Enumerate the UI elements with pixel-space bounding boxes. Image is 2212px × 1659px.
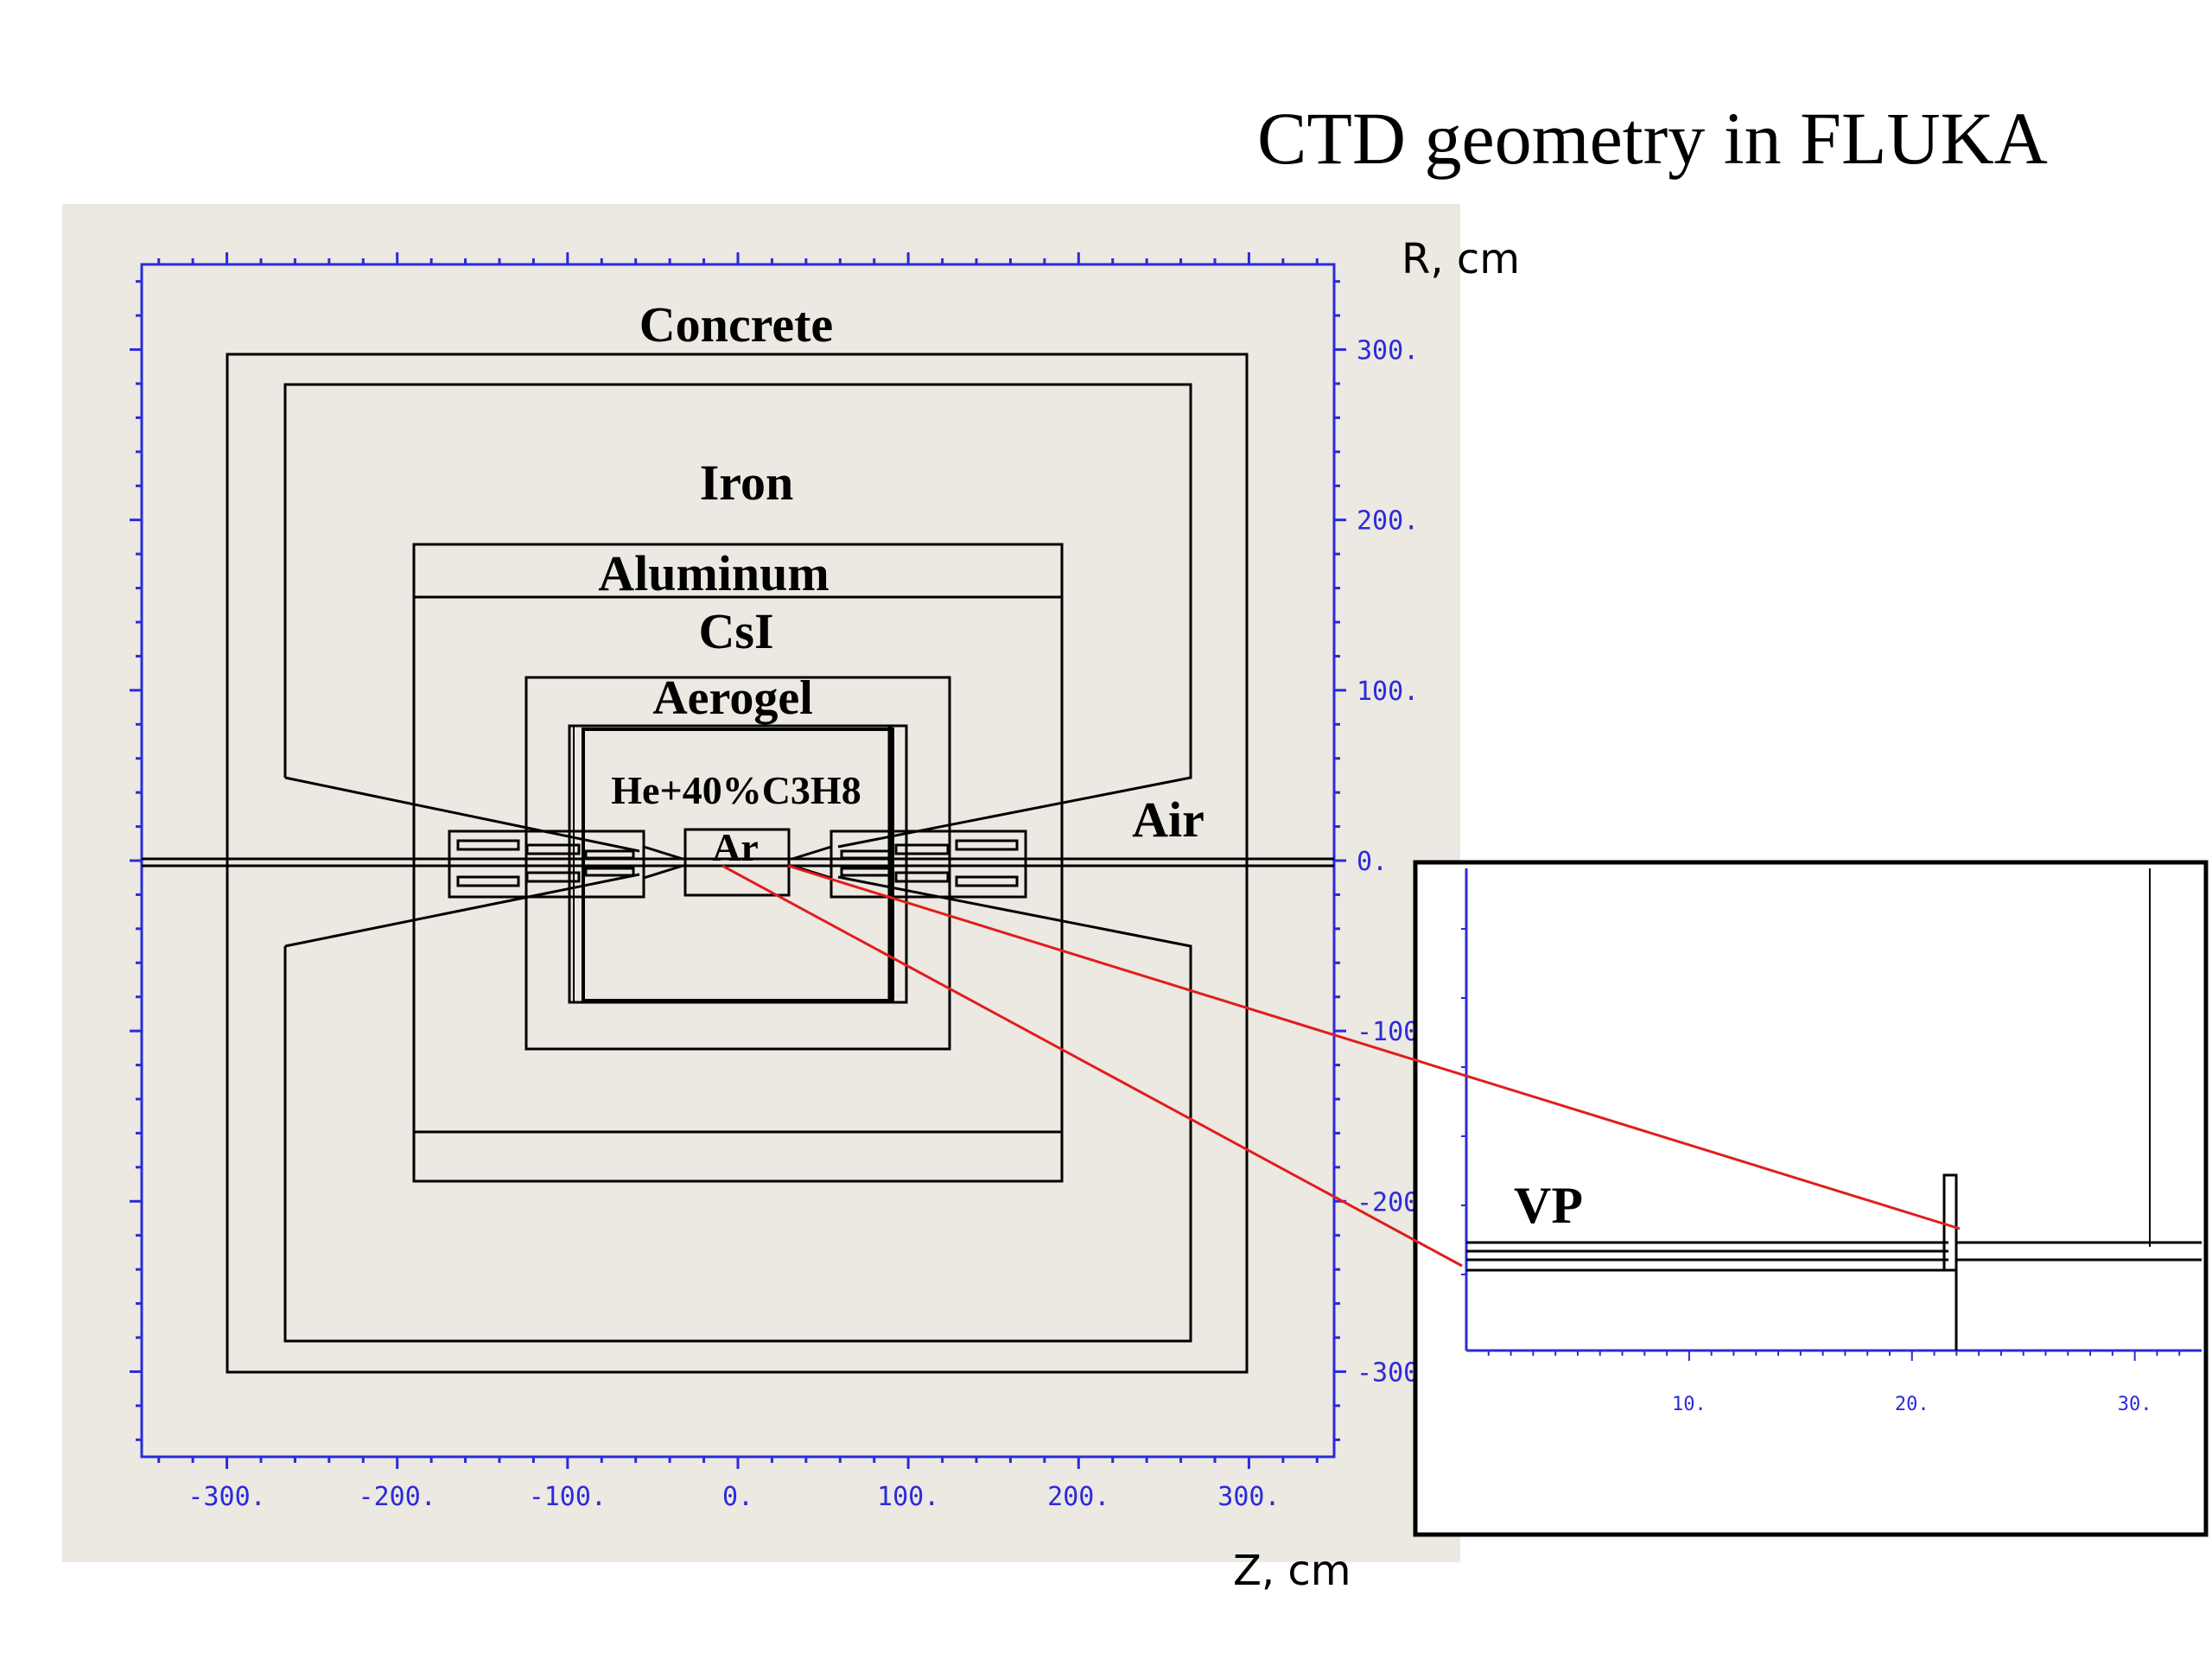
r-tick-label: 0. [1357,847,1388,877]
r-tick-label: 300. [1357,336,1419,366]
endcap-right-outer [830,830,1027,899]
r-tick-label: -300 [1357,1357,1419,1388]
concrete-region [226,353,1249,1374]
endcap-right-cone-a [791,845,832,861]
endcap-left-cone-b [643,864,683,880]
argon-region [683,828,791,897]
z-tick-label: 300. [1217,1482,1280,1512]
endcap-left-block3 [525,843,581,855]
r-tick-label: -200 [1357,1187,1419,1217]
label-gas-mix: He+40%C3H8 [611,768,861,812]
endcap-left-block1 [456,839,520,851]
label-aluminum: Aluminum [598,545,830,601]
slide-title: CTD geometry in FLUKA [1257,97,2048,180]
endcap-right-block6 [840,867,891,877]
detector-geometry [142,353,1334,1374]
z-tick-label: -200. [359,1482,436,1512]
inset-x-tick-label: 30. [2118,1394,2152,1415]
r-tick-label: -100 [1357,1017,1419,1047]
endcap-left-block6 [584,867,635,877]
endcap-left-block4 [525,871,581,883]
z-tick-label: -300. [188,1482,265,1512]
r-tick-labels: 300. 200. 100. 0. -100 -200 -300 [1357,336,1419,1389]
main-axis-ticks [130,252,1346,1469]
inset-geometry [1466,868,2202,1351]
z-tick-label: -100. [529,1482,607,1512]
inset-x-tick-label: 20. [1895,1394,1929,1415]
iron-cone-upper-left [284,776,640,853]
label-aerogel: Aerogel [652,671,813,725]
label-concrete: Concrete [639,296,833,353]
label-air: Air [1132,791,1205,848]
aluminum-region-outer [412,543,1064,1183]
inset-axis-ticks [1461,928,2181,1361]
inset-x-tick-label: 10. [1672,1394,1707,1415]
inset-x-tick-labels: 10. 20. 30. [1672,1394,2152,1415]
inset-frame [1413,860,2209,1537]
label-vp: VP [1514,1177,1583,1234]
endcap-left-block2 [456,875,520,887]
r-axis-title: R, cm [1402,235,1521,283]
iron-region-upper [283,383,1192,849]
z-tick-label: 100. [877,1482,939,1512]
plot-background [62,204,1460,1562]
z-tick-label: 200. [1047,1482,1109,1512]
zoom-line-upper [787,864,1961,1230]
zoom-connectors [721,864,1961,1268]
label-iron: Iron [700,454,794,511]
label-argon: Ar [712,825,759,869]
endcap-left-cone-a [643,845,683,861]
r-tick-label: 100. [1357,677,1419,707]
endcap-right-block2 [955,875,1019,887]
endcap-left-block5 [584,849,635,860]
r-tick-label: 200. [1357,506,1419,537]
z-axis-title: Z, cm [1233,1547,1351,1595]
z-tick-label: 0. [722,1482,753,1512]
label-csi: CsI [698,603,773,659]
z-tick-labels: -300. -200. -100. 0. 100. 200. 300. [188,1482,1280,1512]
inset-panel: VP 10. 20. 30. [1413,860,2209,1537]
aerogel-region [524,676,951,1051]
endcap-right-block5 [840,849,891,860]
iron-region-lower [283,875,1192,1343]
iron-cone-lower-left [284,873,640,948]
zoom-line-lower [721,864,1463,1268]
endcap-right-block1 [955,839,1019,851]
endcap-right-block3 [894,843,950,855]
endcap-right-block4 [894,871,950,883]
endcap-left-outer [448,830,645,899]
